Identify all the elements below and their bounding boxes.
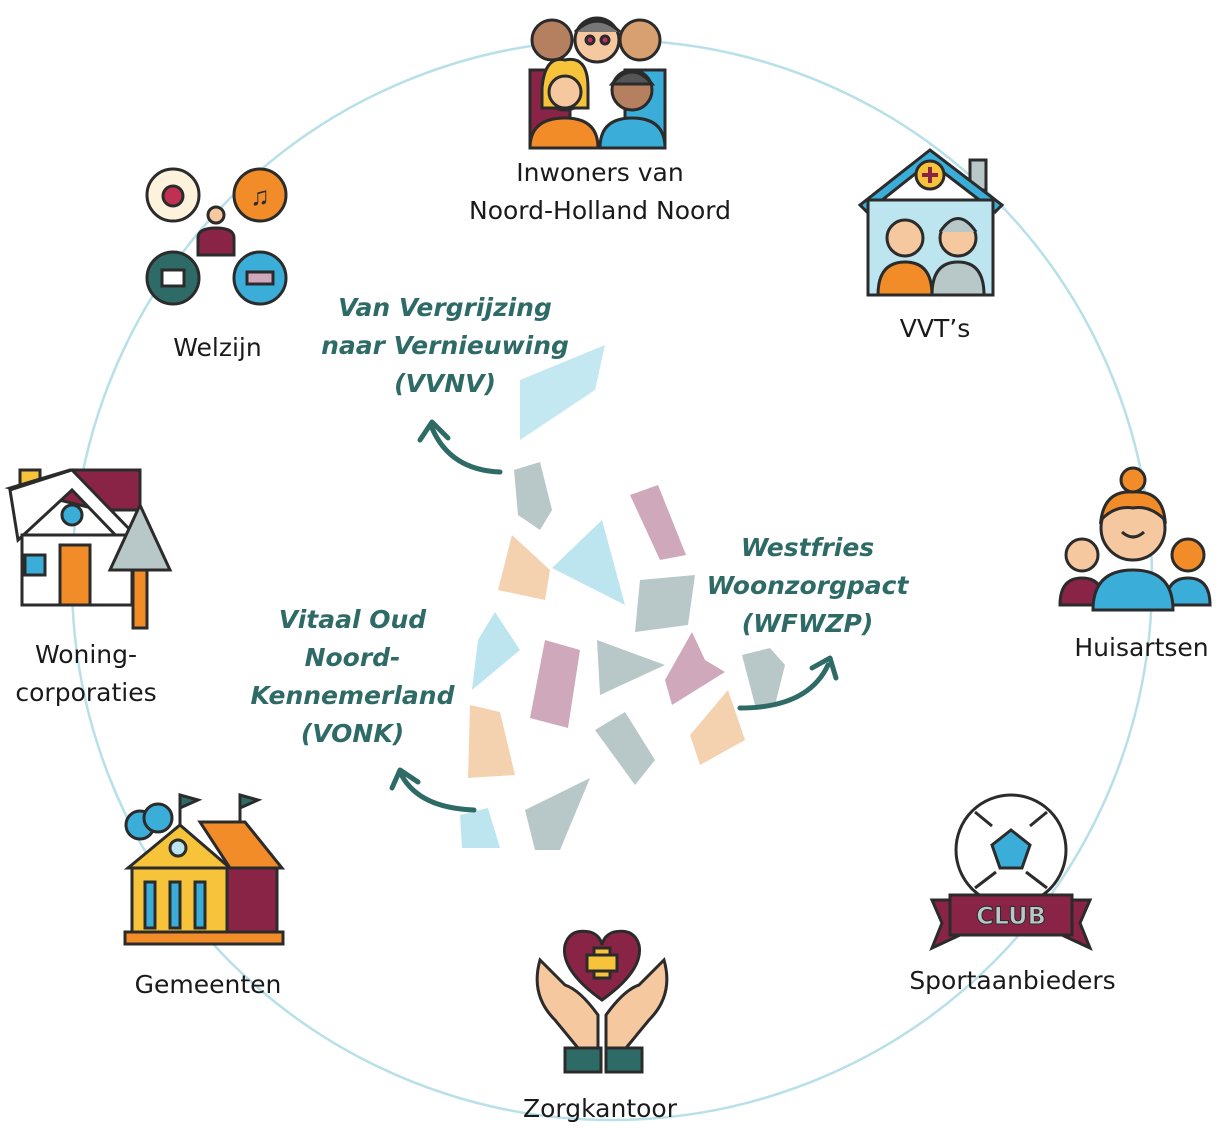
people-group-icon [528,16,667,150]
wellbeing-icon: ♫ [145,167,288,306]
label-welzijn: Welzijn [173,333,262,362]
region-map-mosaic [460,345,785,850]
care-home-icon [857,148,1005,297]
soccer-ball-club-icon: CLUB [929,793,1093,951]
label-gemeenten: Gemeenten [134,970,282,999]
arrow-to-vvnv [429,425,503,475]
hands-heart-icon [535,929,669,1074]
doctors-icon [1058,466,1212,612]
project-arrows [389,419,839,813]
arrow-to-vonk [399,773,477,813]
label-zorgkantoor: Zorgkantoor [522,1094,677,1123]
svg-text:♫: ♫ [250,181,270,211]
label-vvt: VVT’s [899,314,971,343]
label-huisartsen: Huisartsen [1074,633,1209,662]
town-hall-icon [123,793,286,946]
label-sportaanbieders: Sportaanbieders [909,966,1116,995]
label-woningcorporaties: Woning-corporaties [15,640,157,707]
arrow-to-wfwzp [737,662,831,711]
house-trowel-icon [4,468,173,630]
svg-text:CLUB: CLUB [976,902,1046,930]
